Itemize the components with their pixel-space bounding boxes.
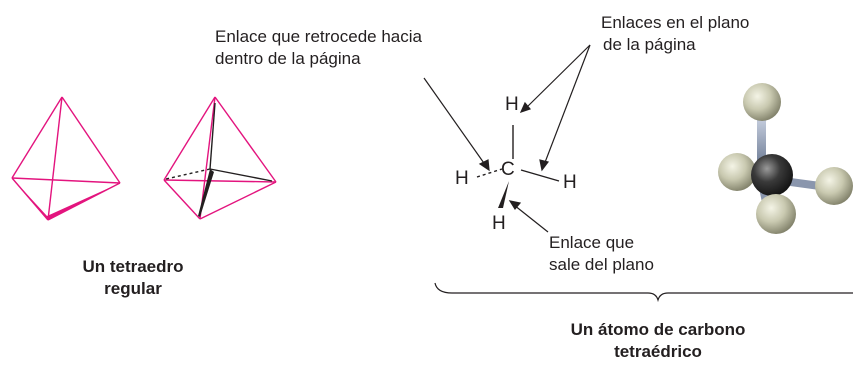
atom-c: C: [501, 159, 515, 180]
h-atom-bottom: [756, 194, 796, 234]
label-bond-out: Enlace que sale del plano: [549, 232, 654, 276]
tetrahedron-caption-line2: regular: [104, 279, 162, 298]
atom-h-right: H: [563, 172, 577, 193]
label-bond-out-line2: sale del plano: [549, 255, 654, 274]
h-atom-right: [815, 167, 853, 205]
ball-and-stick-model: [718, 83, 853, 234]
arrows: [423, 44, 591, 233]
bond-wedge: [498, 181, 509, 208]
tetrahedron-caption: Un tetraedro regular: [58, 256, 208, 300]
tetrahedron-with-bonds: [163, 96, 277, 220]
label-bonds-plane-line2: de la página: [603, 35, 696, 54]
label-bonds-plane-line1: Enlaces en el plano: [601, 13, 750, 32]
atom-h-left: H: [455, 168, 469, 189]
label-bond-back: Enlace que retrocede hacia dentro de la …: [215, 26, 422, 70]
carbon-caption-line2: tetraédrico: [614, 342, 702, 361]
arrow-back: [423, 77, 487, 167]
label-bond-back-line1: Enlace que retrocede hacia: [215, 27, 422, 46]
label-bond-back-line2: dentro de la página: [215, 49, 361, 68]
tetrahedron-regular: [11, 96, 121, 221]
label-bonds-plane: Enlaces en el plano de la página: [601, 12, 749, 56]
arrow-plane-right: [543, 44, 591, 166]
atom-h-top: H: [505, 94, 519, 115]
h-atom-top: [743, 83, 781, 121]
bond-back-dashed: [476, 168, 503, 178]
carbon-caption-line1: Un átomo de carbono: [570, 320, 746, 339]
bond-right: [520, 169, 560, 182]
arrow-out: [513, 204, 549, 233]
carbon-caption: Un átomo de carbono tetraédrico: [538, 319, 778, 363]
arrow-plane-top: [525, 44, 591, 109]
h-atom-left: [718, 153, 756, 191]
label-bond-out-line1: Enlace que: [549, 233, 635, 252]
methane-formula: H H C H H: [455, 94, 577, 234]
tetrahedron-caption-line1: Un tetraedro: [82, 257, 184, 276]
atom-h-bottom: H: [492, 213, 506, 234]
c-atom: [751, 154, 793, 196]
bracket: [434, 282, 853, 303]
